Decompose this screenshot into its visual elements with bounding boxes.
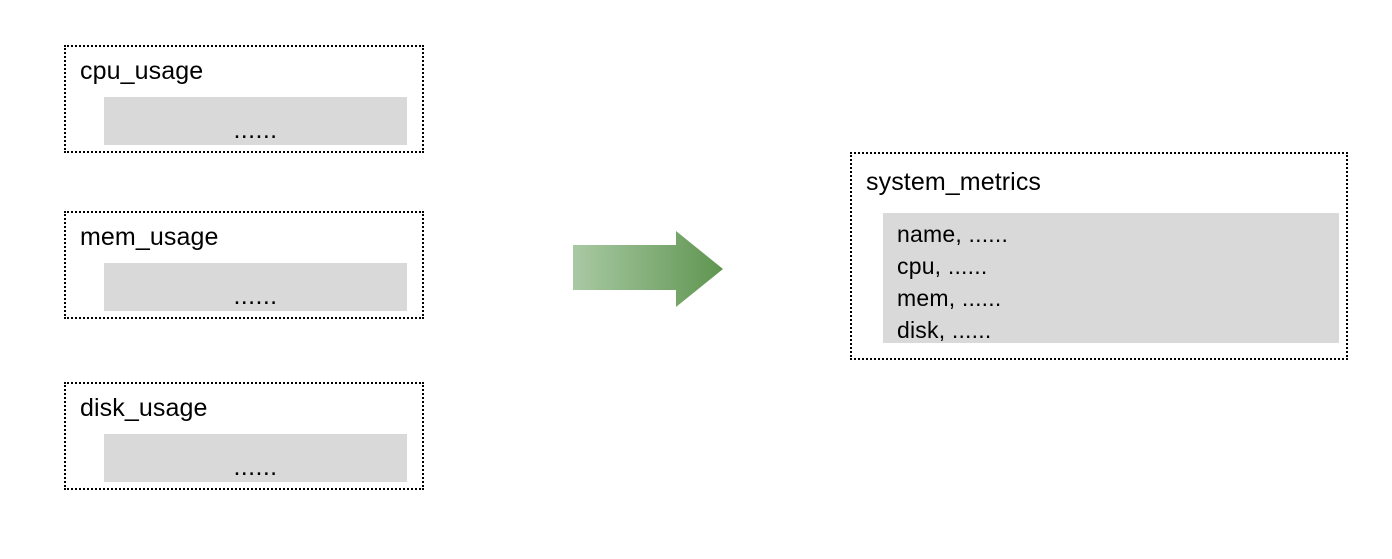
source-title-mem-usage: mem_usage	[80, 223, 219, 251]
target-box-system-metrics[interactable]: system_metrics name, ...... cpu, ...... …	[850, 152, 1348, 360]
source-box-disk-usage[interactable]: disk_usage ......	[64, 382, 424, 490]
source-body-disk-usage: ......	[104, 434, 407, 482]
source-title-disk-usage: disk_usage	[80, 394, 208, 422]
source-body-cpu-usage: ......	[104, 97, 407, 145]
right-arrow-icon	[573, 231, 723, 307]
target-row-disk: disk, ......	[897, 317, 992, 343]
target-row-mem: mem, ......	[897, 285, 1002, 311]
target-body-system-metrics: name, ...... cpu, ...... mem, ...... dis…	[883, 213, 1339, 343]
source-ellipsis-cpu-usage: ......	[233, 116, 278, 144]
source-ellipsis-mem-usage: ......	[233, 282, 278, 310]
source-body-mem-usage: ......	[104, 263, 407, 311]
target-title-system-metrics: system_metrics	[866, 168, 1042, 196]
source-box-mem-usage[interactable]: mem_usage ......	[64, 211, 424, 319]
source-box-cpu-usage[interactable]: cpu_usage ......	[64, 45, 424, 153]
target-row-name: name, ......	[897, 221, 1009, 247]
source-ellipsis-disk-usage: ......	[233, 453, 278, 481]
target-row-cpu: cpu, ......	[897, 253, 988, 279]
source-title-cpu-usage: cpu_usage	[80, 57, 204, 85]
